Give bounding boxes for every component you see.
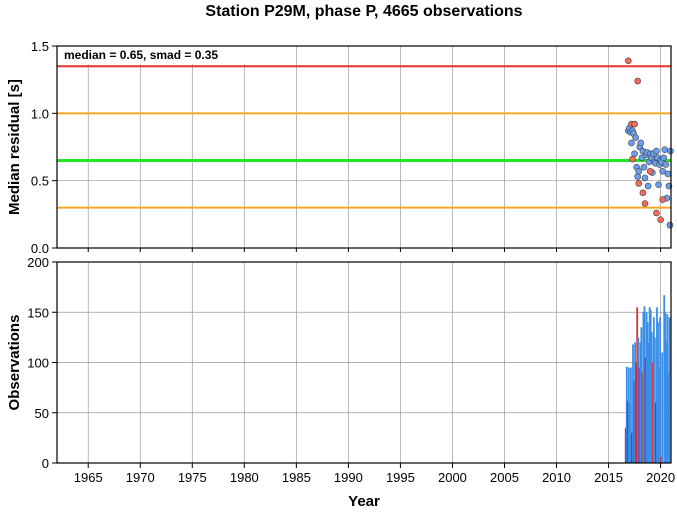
observation-bar-blue	[634, 342, 636, 463]
xtick-label: 1965	[74, 470, 103, 485]
scatter-point-blue	[632, 134, 639, 141]
observation-bar-blue	[646, 322, 649, 463]
scatter-point-red	[634, 77, 641, 85]
observation-bar-blue	[656, 307, 658, 463]
observation-bar-blue	[632, 344, 634, 463]
xtick-label: 1980	[230, 470, 259, 485]
xtick-label: 2020	[646, 470, 675, 485]
top-plot-frame	[56, 45, 672, 249]
chart-title: Station P29M, phase P, 4665 observations	[205, 3, 522, 20]
top-ylabel: Median residual [s]	[6, 79, 23, 215]
xtick-label: 1970	[126, 470, 155, 485]
observation-bar-purple	[624, 427, 627, 463]
scatter-point-blue	[634, 173, 641, 180]
bottom-ytick-label: 150	[27, 305, 49, 320]
observation-bar-purple	[626, 400, 629, 463]
observation-bar-purple	[635, 362, 638, 463]
xtick-label: 2015	[594, 470, 623, 485]
observation-bar-blue	[652, 317, 655, 463]
scatter-point-blue	[644, 182, 652, 190]
scatter-point-red	[635, 180, 643, 187]
observation-bar-blue	[665, 342, 668, 463]
scatter-point-red	[646, 167, 654, 175]
observation-bar-blue	[625, 366, 628, 463]
observation-bar-blue	[640, 327, 643, 463]
top-ytick-label: 1.5	[31, 39, 49, 54]
scatter-point-red	[659, 196, 666, 203]
scatter-point-blue	[655, 181, 662, 189]
observation-bar-blue	[639, 342, 642, 463]
scatter-point-red	[625, 57, 632, 65]
observation-bar-blue	[658, 367, 660, 463]
observation-bar-blue	[649, 310, 652, 463]
xtick-label: 1995	[386, 470, 415, 485]
observation-bar-purple	[638, 367, 641, 463]
observation-bar-red	[641, 372, 644, 463]
observation-bar-blue	[667, 372, 670, 463]
observation-bar-purple	[644, 357, 647, 463]
stats-annotation: median = 0.65, smad = 0.35	[64, 48, 218, 62]
observation-bar-blue	[653, 337, 656, 463]
observation-bar-blue	[668, 317, 671, 463]
observation-bar-blue	[648, 307, 651, 463]
xtick-label: 1975	[178, 470, 207, 485]
scatter-point-blue	[653, 147, 660, 155]
observation-bar-blue	[650, 332, 653, 463]
observation-bar-blue	[643, 306, 646, 463]
scatter-point-red	[657, 216, 664, 224]
scatter-point-blue	[661, 146, 669, 153]
bottom-ytick-label: 50	[35, 406, 49, 421]
observation-bar-blue	[647, 342, 650, 463]
scatter-point-blue	[662, 161, 670, 168]
observation-bar-blue	[630, 367, 632, 463]
observation-bar-purple	[631, 432, 633, 463]
annotation-box	[58, 47, 254, 64]
bottom-ytick-label: 0	[42, 456, 49, 471]
scatter-point-red	[629, 155, 636, 163]
xtick-label: 2000	[438, 470, 467, 485]
observation-bar-blue	[659, 317, 661, 463]
bottom-ytick-label: 200	[27, 255, 49, 270]
observation-bar-red	[636, 307, 639, 463]
observation-bar-blue	[627, 367, 630, 463]
xtick-label: 1990	[334, 470, 363, 485]
scatter-point-blue	[637, 139, 645, 147]
observation-bar-red	[651, 362, 654, 463]
observation-bar-blue	[661, 352, 664, 463]
scatter-point-blue	[660, 154, 668, 162]
scatter-point-blue	[664, 170, 672, 178]
observation-bar-blue	[645, 312, 648, 463]
xtick-label: 2005	[490, 470, 519, 485]
observation-bar-purple	[655, 402, 657, 463]
scatter-point-red	[631, 120, 638, 128]
observation-bar-blue	[663, 295, 666, 463]
observation-bar-blue	[637, 337, 640, 463]
scatter-point-red	[653, 209, 660, 217]
scatter-point-blue	[635, 167, 643, 175]
bottom-ylabel: Observations	[6, 315, 23, 411]
observation-bar-blue	[666, 314, 669, 463]
observation-bar-red	[633, 380, 635, 463]
scatter-point-blue	[641, 174, 649, 182]
xlabel: Year	[348, 493, 380, 510]
observation-bar-blue	[664, 312, 667, 463]
observation-bar-blue	[642, 312, 645, 463]
observation-bar-red	[660, 456, 663, 463]
scatter-point-blue	[659, 167, 666, 175]
xtick-label: 2010	[542, 470, 571, 485]
scatter-point-red	[641, 200, 649, 207]
xtick-label: 1985	[282, 470, 311, 485]
scatter-point-blue	[666, 221, 674, 229]
scatter-point-blue	[640, 163, 648, 171]
bottom-ytick-label: 100	[27, 356, 49, 371]
scatter-point-blue	[628, 139, 635, 147]
observation-bar-blue	[657, 322, 659, 463]
top-ytick-label: 0.0	[31, 241, 49, 256]
scatter-point-red	[639, 189, 647, 197]
top-ytick-label: 0.5	[31, 174, 49, 189]
top-ytick-label: 1.0	[31, 106, 49, 121]
observation-bar-blue	[628, 402, 631, 463]
